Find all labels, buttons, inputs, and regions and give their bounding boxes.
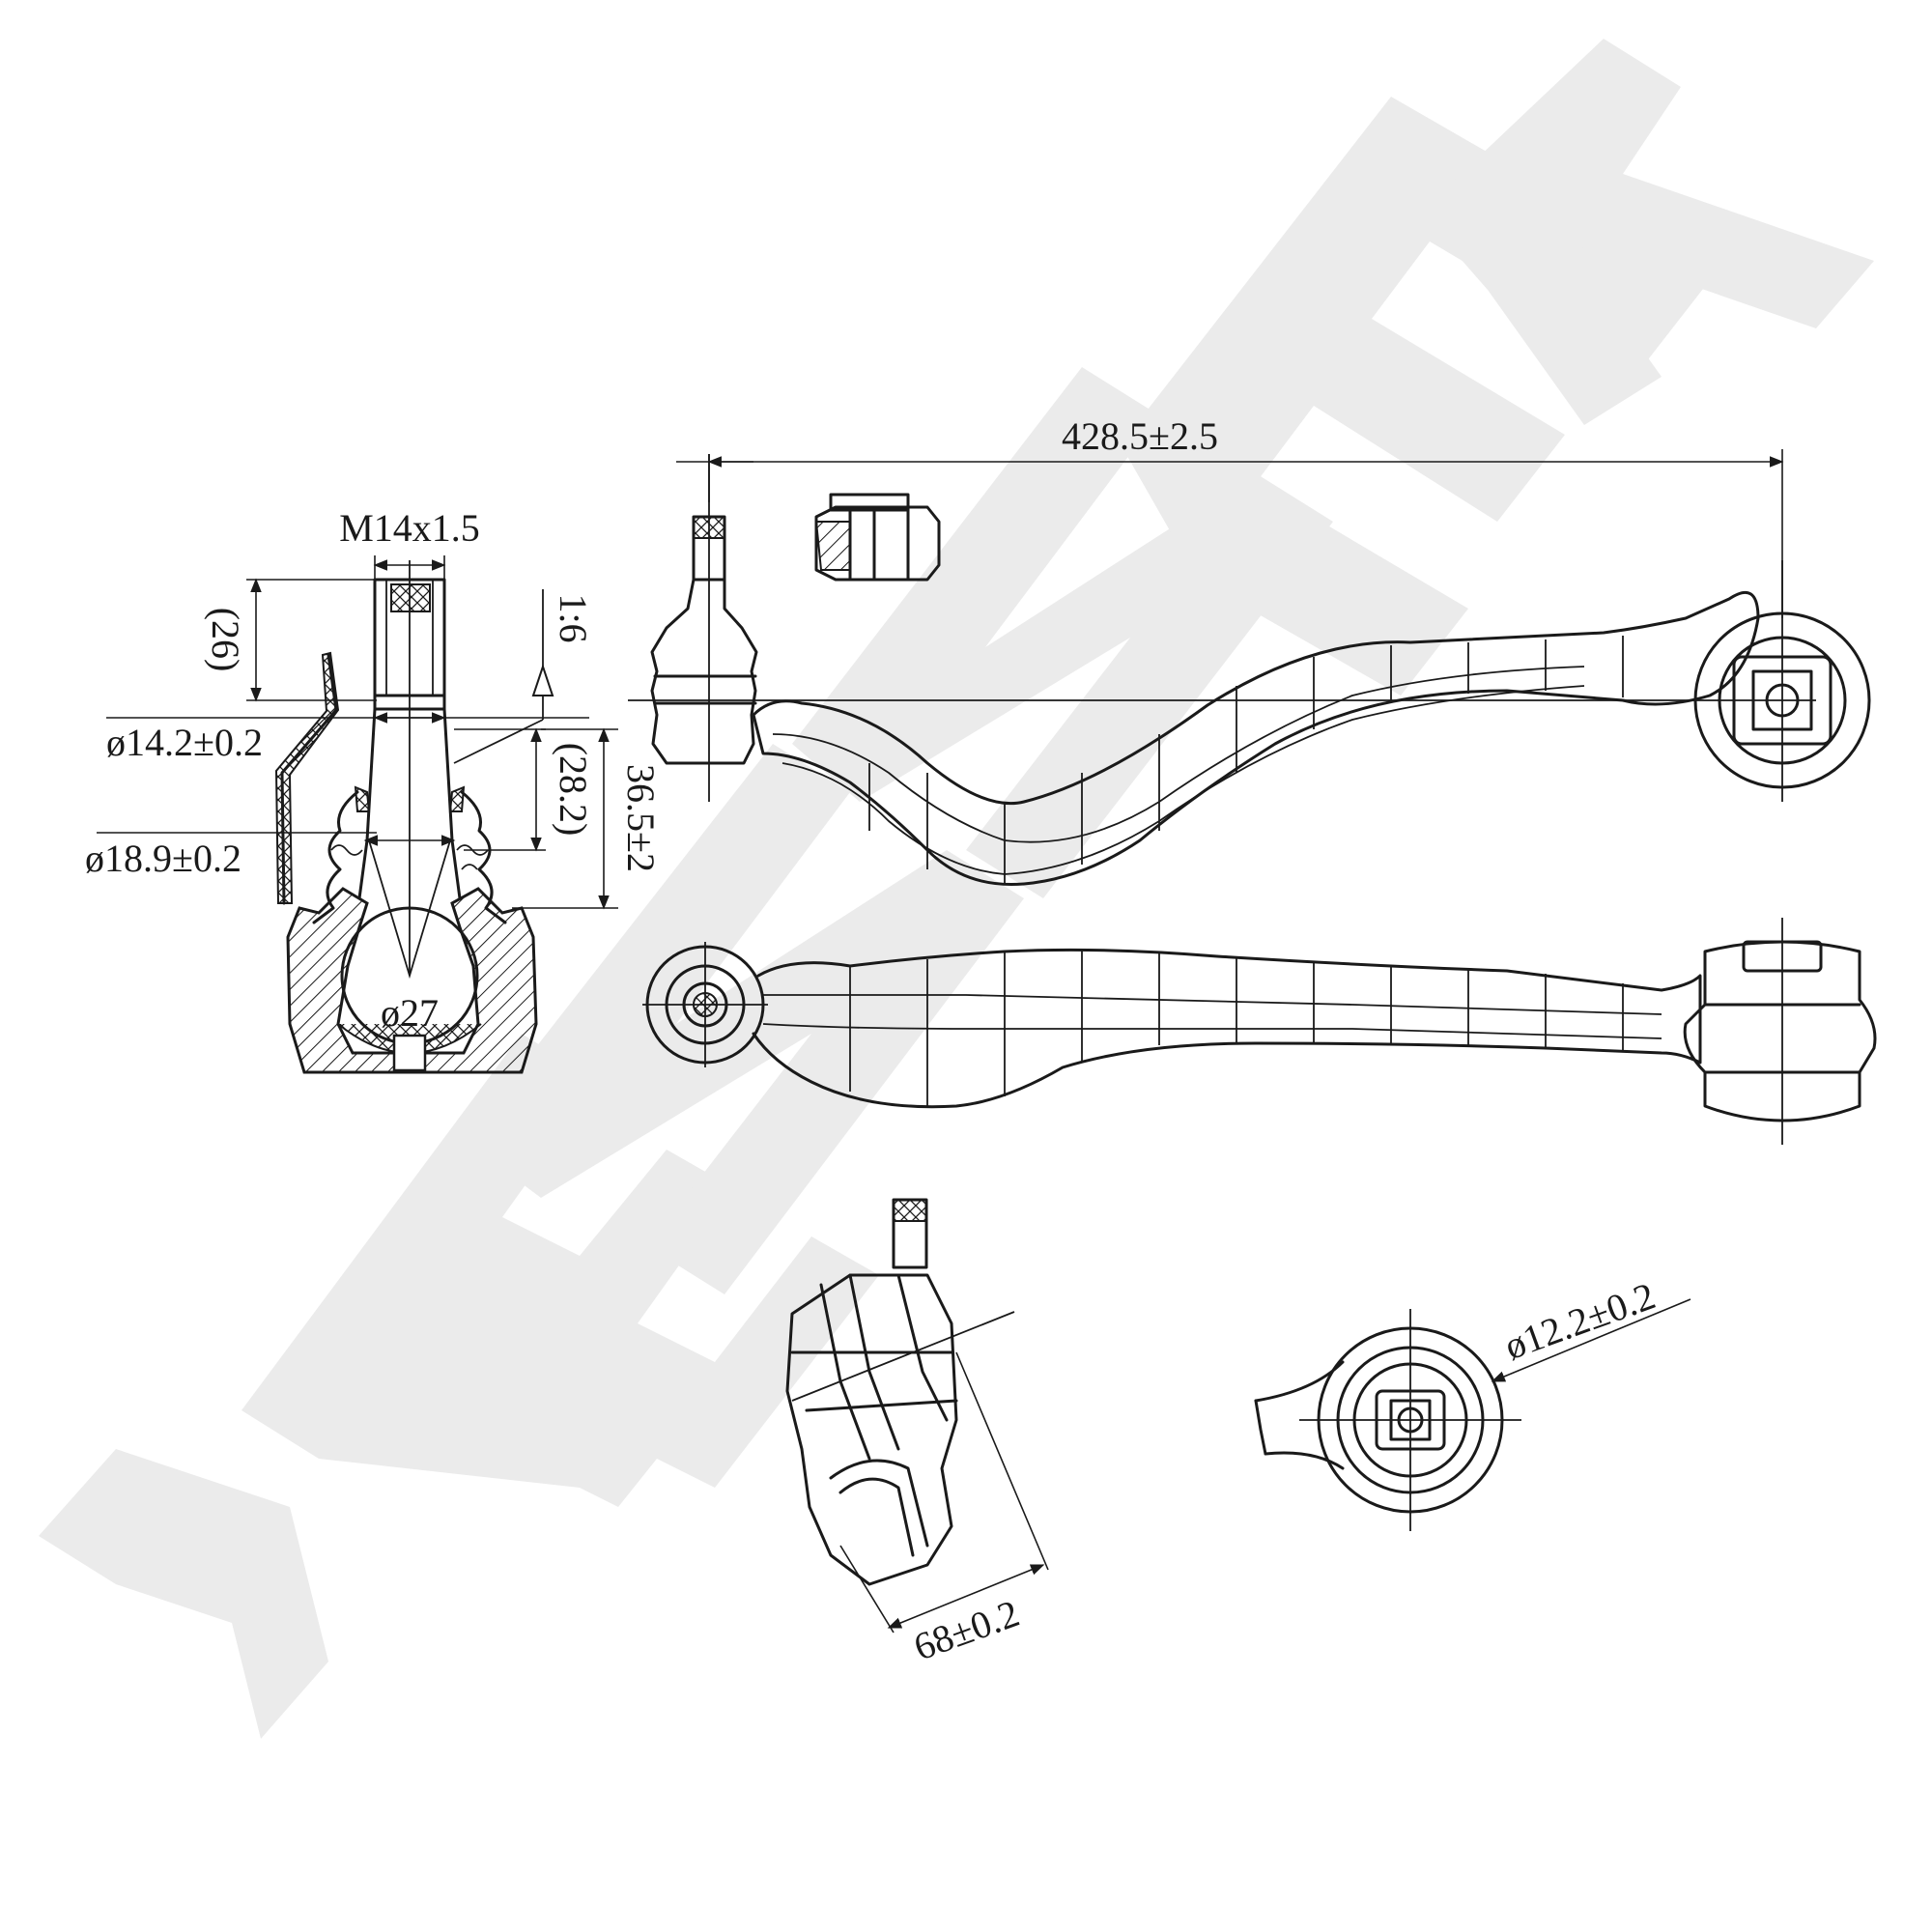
watermark <box>39 39 1874 1739</box>
ball-joint-section-view <box>274 560 554 1074</box>
section-dimension-lines <box>97 555 618 910</box>
castle-nut-icon <box>814 493 941 582</box>
taper-diameter-label: ø14.2±0.2 <box>106 721 263 764</box>
overall-length-dimension <box>676 449 1784 618</box>
control-arm-side-view <box>642 918 1877 1145</box>
bushing-end-view <box>1254 1298 1691 1531</box>
bushing-bore-label: ø12.2±0.2 <box>1499 1273 1662 1368</box>
overall-length-label: 428.5±2.5 <box>1062 414 1218 458</box>
ball-diameter-label: ø27 <box>381 991 439 1035</box>
thread-label: M14x1.5 <box>339 506 480 550</box>
bushing-width-label: 68±0.2 <box>908 1591 1025 1669</box>
taper-length-label: (28.2) <box>552 743 595 837</box>
stud-height-label: 36.5±2 <box>619 764 663 872</box>
boot-diameter-label: ø18.9±0.2 <box>85 837 242 880</box>
control-arm-top-view <box>628 454 1871 887</box>
thread-length-label: (26) <box>204 608 247 672</box>
taper-ratio-label: 1:6 <box>552 593 595 642</box>
ball-joint-end-view <box>785 1198 1049 1634</box>
